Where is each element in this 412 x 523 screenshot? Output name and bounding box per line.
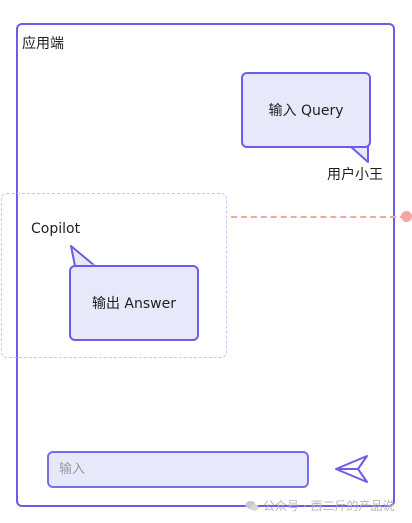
- message-input[interactable]: [57, 461, 307, 478]
- copilot-region: [1, 193, 227, 358]
- watermark: 公众号 · 西二斤的产品说: [245, 497, 394, 514]
- message-input-box[interactable]: [47, 451, 309, 488]
- query-bubble: 输入 Query: [241, 72, 371, 148]
- copilot-connector-line: [231, 216, 406, 218]
- watermark-text: 公众号 · 西二斤的产品说: [263, 499, 395, 513]
- copilot-connector-dot: [401, 211, 412, 222]
- query-bubble-text: 输入 Query: [268, 103, 344, 119]
- copilot-label: Copilot: [31, 221, 81, 237]
- answer-bubble-text: 输出 Answer: [91, 296, 176, 312]
- app-title: 应用端: [22, 36, 64, 52]
- user-name-label: 用户小王: [327, 167, 383, 183]
- answer-bubble: 输出 Answer: [69, 265, 199, 341]
- send-arrow-icon[interactable]: [334, 452, 370, 486]
- wechat-icon: [245, 500, 259, 511]
- app-frame: [16, 23, 395, 507]
